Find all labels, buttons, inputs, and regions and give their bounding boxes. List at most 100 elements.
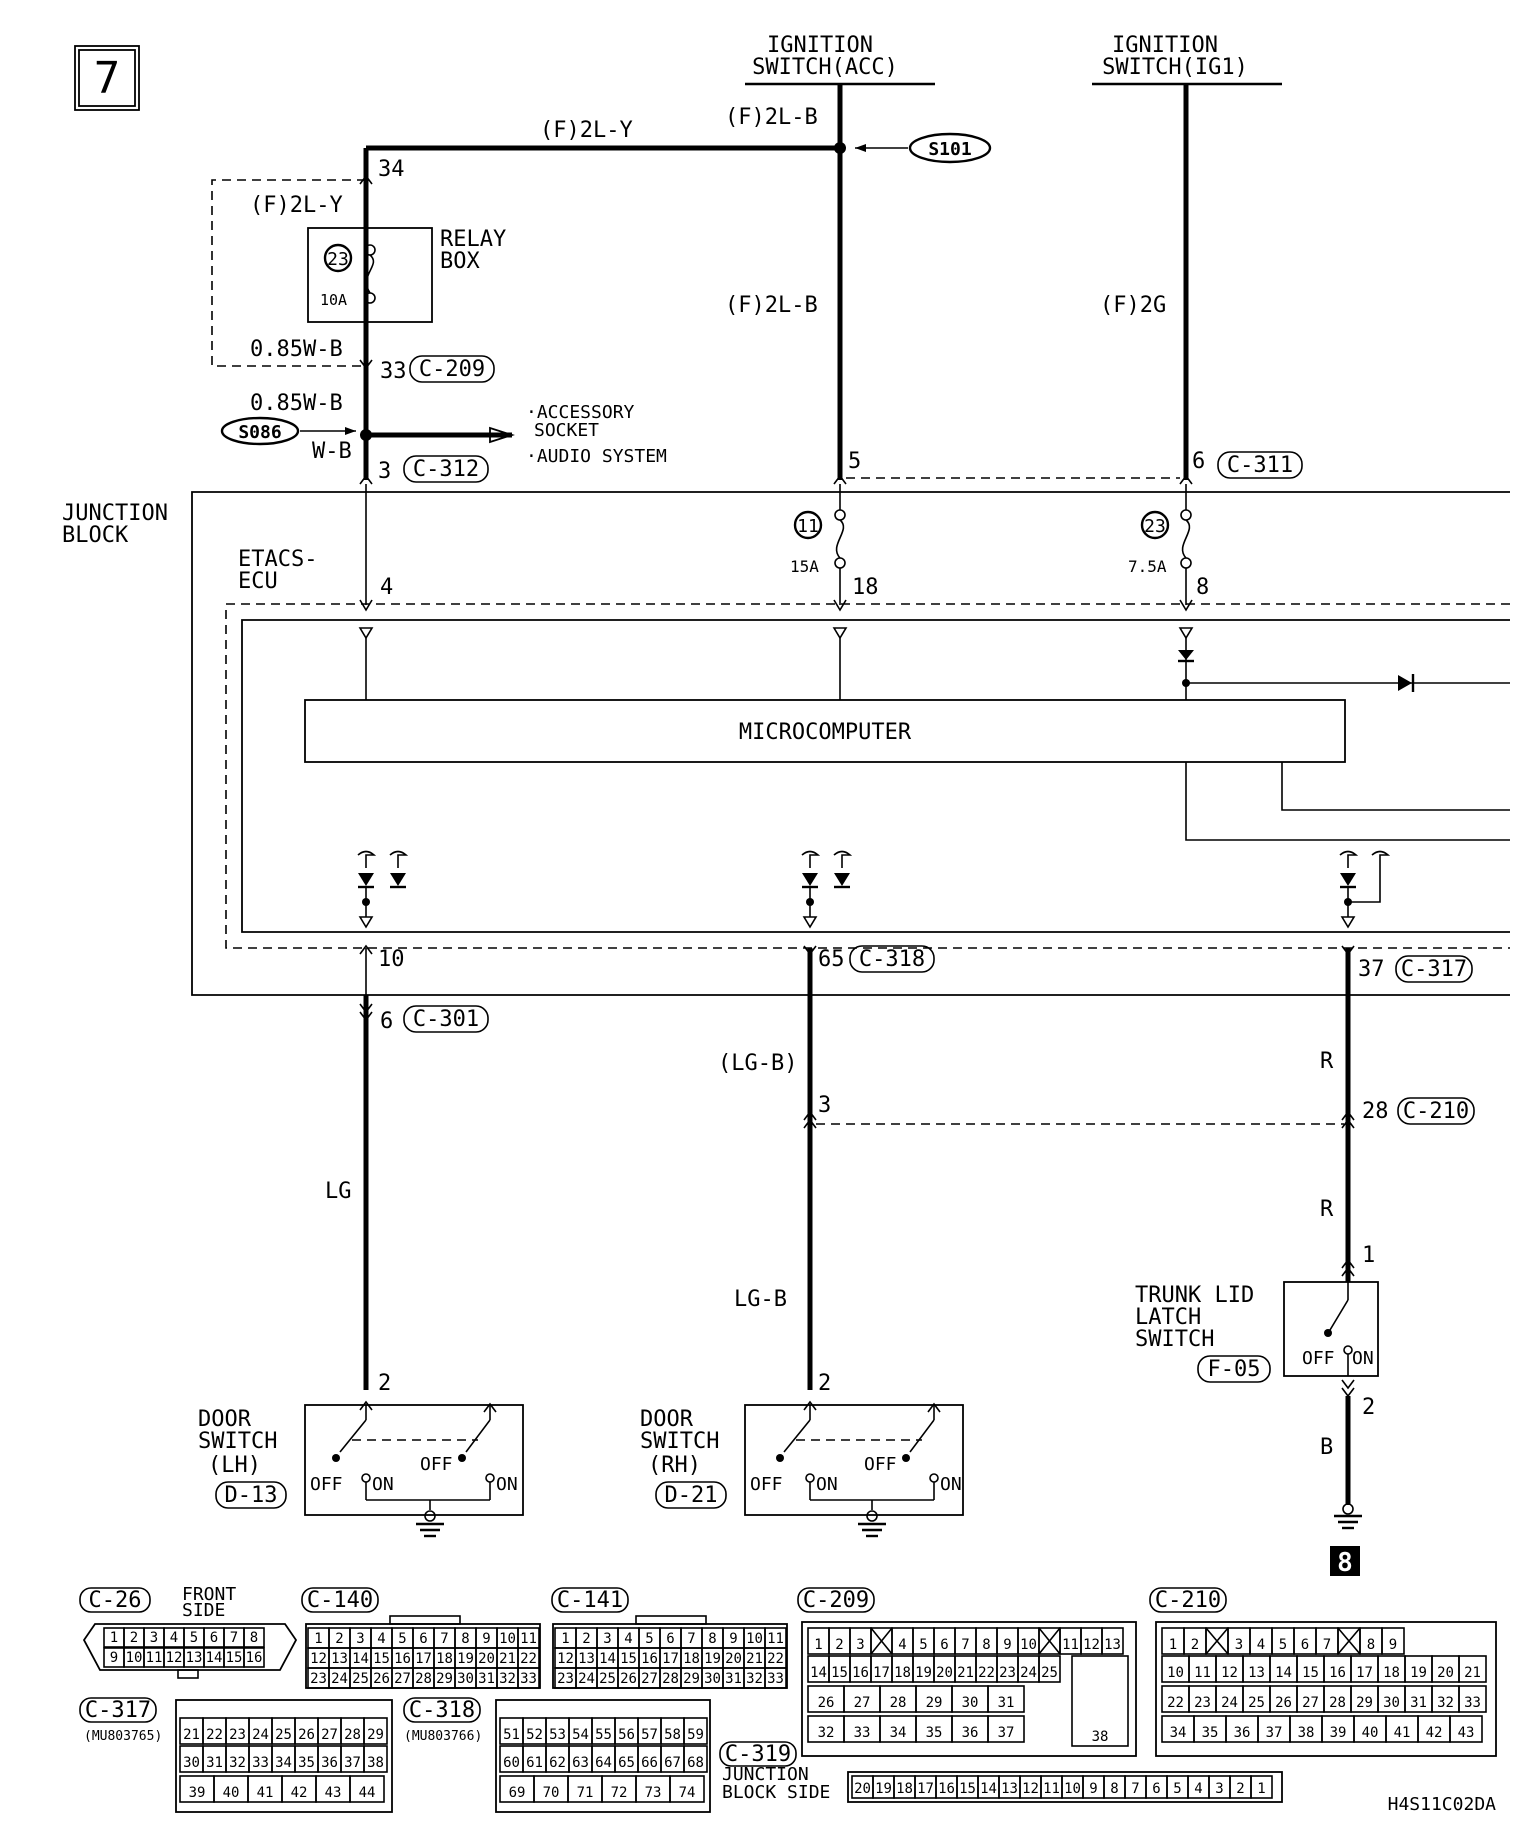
junction-block: JUNCTION BLOCK bbox=[62, 491, 1510, 996]
pin-number: 10 bbox=[746, 1631, 763, 1647]
pin-number: 7 bbox=[1323, 1637, 1331, 1653]
pin-number: 28 bbox=[415, 1671, 432, 1687]
pin-number: 4 bbox=[377, 1631, 385, 1647]
door-lh-line1: DOOR bbox=[198, 1407, 252, 1432]
pin-number: 26 bbox=[818, 1695, 835, 1711]
blank-pin-mark bbox=[870, 1627, 893, 1655]
pin-number: 3 bbox=[356, 1631, 364, 1647]
wire-085wb-a: 0.85W-B bbox=[250, 337, 343, 362]
door-rh-off1: OFF bbox=[750, 1474, 783, 1495]
pin-number: 21 bbox=[957, 1665, 974, 1681]
pin-number: 18 bbox=[683, 1651, 700, 1667]
pin-number: 7 bbox=[961, 1637, 969, 1653]
pin-number: 25 bbox=[1041, 1665, 1058, 1681]
pin-number: 3 bbox=[1235, 1637, 1243, 1653]
pin-number: 69 bbox=[509, 1785, 526, 1801]
pin-number: 19 bbox=[1410, 1665, 1427, 1681]
pin-number: 31 bbox=[1410, 1695, 1427, 1711]
pin-number: 33 bbox=[767, 1671, 784, 1687]
pin-number: 12 bbox=[1022, 1781, 1039, 1797]
view-c140-name: C-140 bbox=[307, 1588, 373, 1613]
view-c141-name: C-141 bbox=[557, 1588, 623, 1613]
wire-f2lb-mid: (F)2L-B bbox=[725, 293, 818, 318]
pin-3a: 3 bbox=[378, 459, 391, 484]
pin-number: 32 bbox=[499, 1671, 516, 1687]
blank-pin-mark bbox=[1337, 1627, 1361, 1655]
pin-number: 1 bbox=[314, 1631, 322, 1647]
pin-number: 11 bbox=[1043, 1781, 1060, 1797]
pin-number: 14 bbox=[810, 1665, 827, 1681]
ignition-switch-ig1: IGNITION SWITCH(IG1) bbox=[1092, 33, 1282, 86]
pin-3b: 3 bbox=[818, 1093, 831, 1118]
pin-number: 1 bbox=[110, 1630, 118, 1646]
relay-box-line1: RELAY bbox=[440, 227, 506, 252]
pin-number: 33 bbox=[520, 1671, 537, 1687]
pin-number: 31 bbox=[478, 1671, 495, 1687]
door-switch-rh: OFF ON OFF ON DOOR SWITCH (RH) D-21 bbox=[640, 1402, 964, 1538]
pin-number: 34 bbox=[275, 1755, 292, 1771]
relay-fuse-no: 23 bbox=[327, 249, 349, 270]
continue-marker-box bbox=[1330, 1546, 1360, 1576]
pin-number: 9 bbox=[110, 1650, 118, 1666]
pin-1: 1 bbox=[1362, 1243, 1375, 1268]
pin-number: 12 bbox=[166, 1650, 183, 1666]
conn-c311: C-311 bbox=[1227, 453, 1293, 478]
door-lh-line2: SWITCH bbox=[198, 1429, 277, 1454]
pin-number: 1 bbox=[1169, 1637, 1177, 1653]
pin-number: 12 bbox=[1221, 1665, 1238, 1681]
pin-number: 26 bbox=[298, 1727, 315, 1743]
pin-number: 17 bbox=[873, 1665, 890, 1681]
pin-number: 26 bbox=[1275, 1695, 1292, 1711]
pin-number: 52 bbox=[526, 1727, 543, 1743]
pin-number: 10 bbox=[1020, 1637, 1037, 1653]
pin-number: 16 bbox=[394, 1651, 411, 1667]
pin-number: 31 bbox=[998, 1695, 1015, 1711]
pin-number: 11 bbox=[767, 1631, 784, 1647]
etacs-line1: ETACS- bbox=[238, 547, 317, 572]
pin-number: 43 bbox=[325, 1785, 342, 1801]
pin-number: 22 bbox=[520, 1651, 537, 1667]
wire-lgb: LG-B bbox=[734, 1287, 787, 1312]
pin-number: 18 bbox=[896, 1781, 913, 1797]
pin-number: 13 bbox=[578, 1651, 595, 1667]
pin-number: 2 bbox=[1191, 1637, 1199, 1653]
door-lh-off2: OFF bbox=[420, 1454, 453, 1475]
pin-number: 6 bbox=[940, 1637, 948, 1653]
pin-number: 24 bbox=[252, 1727, 269, 1743]
conn-c209: C-209 bbox=[419, 357, 485, 382]
wire-r1: R bbox=[1320, 1049, 1334, 1074]
pin-number: 9 bbox=[1089, 1781, 1097, 1797]
pin-number: 39 bbox=[1330, 1725, 1347, 1741]
wire-b: B bbox=[1320, 1435, 1333, 1460]
pin-number: 6 bbox=[666, 1631, 674, 1647]
blank-pin-mark bbox=[1205, 1627, 1229, 1655]
pin-number: 34 bbox=[890, 1725, 907, 1741]
pin-number: 8 bbox=[982, 1637, 990, 1653]
pin-number: 26 bbox=[620, 1671, 637, 1687]
pin-number: 9 bbox=[729, 1631, 737, 1647]
pin-number: 35 bbox=[926, 1725, 943, 1741]
pin-number: 42 bbox=[1426, 1725, 1443, 1741]
pin-number: 56 bbox=[618, 1727, 635, 1743]
pin-number: 73 bbox=[645, 1785, 662, 1801]
pin-number: 29 bbox=[1356, 1695, 1373, 1711]
pin-number: 38 bbox=[1092, 1729, 1109, 1745]
pin-number: 40 bbox=[1362, 1725, 1379, 1741]
pin-number: 14 bbox=[352, 1651, 369, 1667]
pin-number: 41 bbox=[1394, 1725, 1411, 1741]
pin-number: 9 bbox=[1003, 1637, 1011, 1653]
pin-number: 42 bbox=[291, 1785, 308, 1801]
pin-number: 14 bbox=[206, 1650, 223, 1666]
pin-number: 62 bbox=[549, 1755, 566, 1771]
pin-number: 17 bbox=[662, 1651, 679, 1667]
wire-lgb-paren: (LG-B) bbox=[718, 1051, 797, 1076]
fuse-11-rating: 15A bbox=[790, 557, 819, 576]
pin-number: 16 bbox=[938, 1781, 955, 1797]
view-c318-name: C-318 bbox=[409, 1698, 475, 1723]
pin-number: 5 bbox=[190, 1630, 198, 1646]
view-c319-name: C-319 bbox=[725, 1742, 791, 1767]
pin-cell bbox=[1038, 1655, 1061, 1683]
